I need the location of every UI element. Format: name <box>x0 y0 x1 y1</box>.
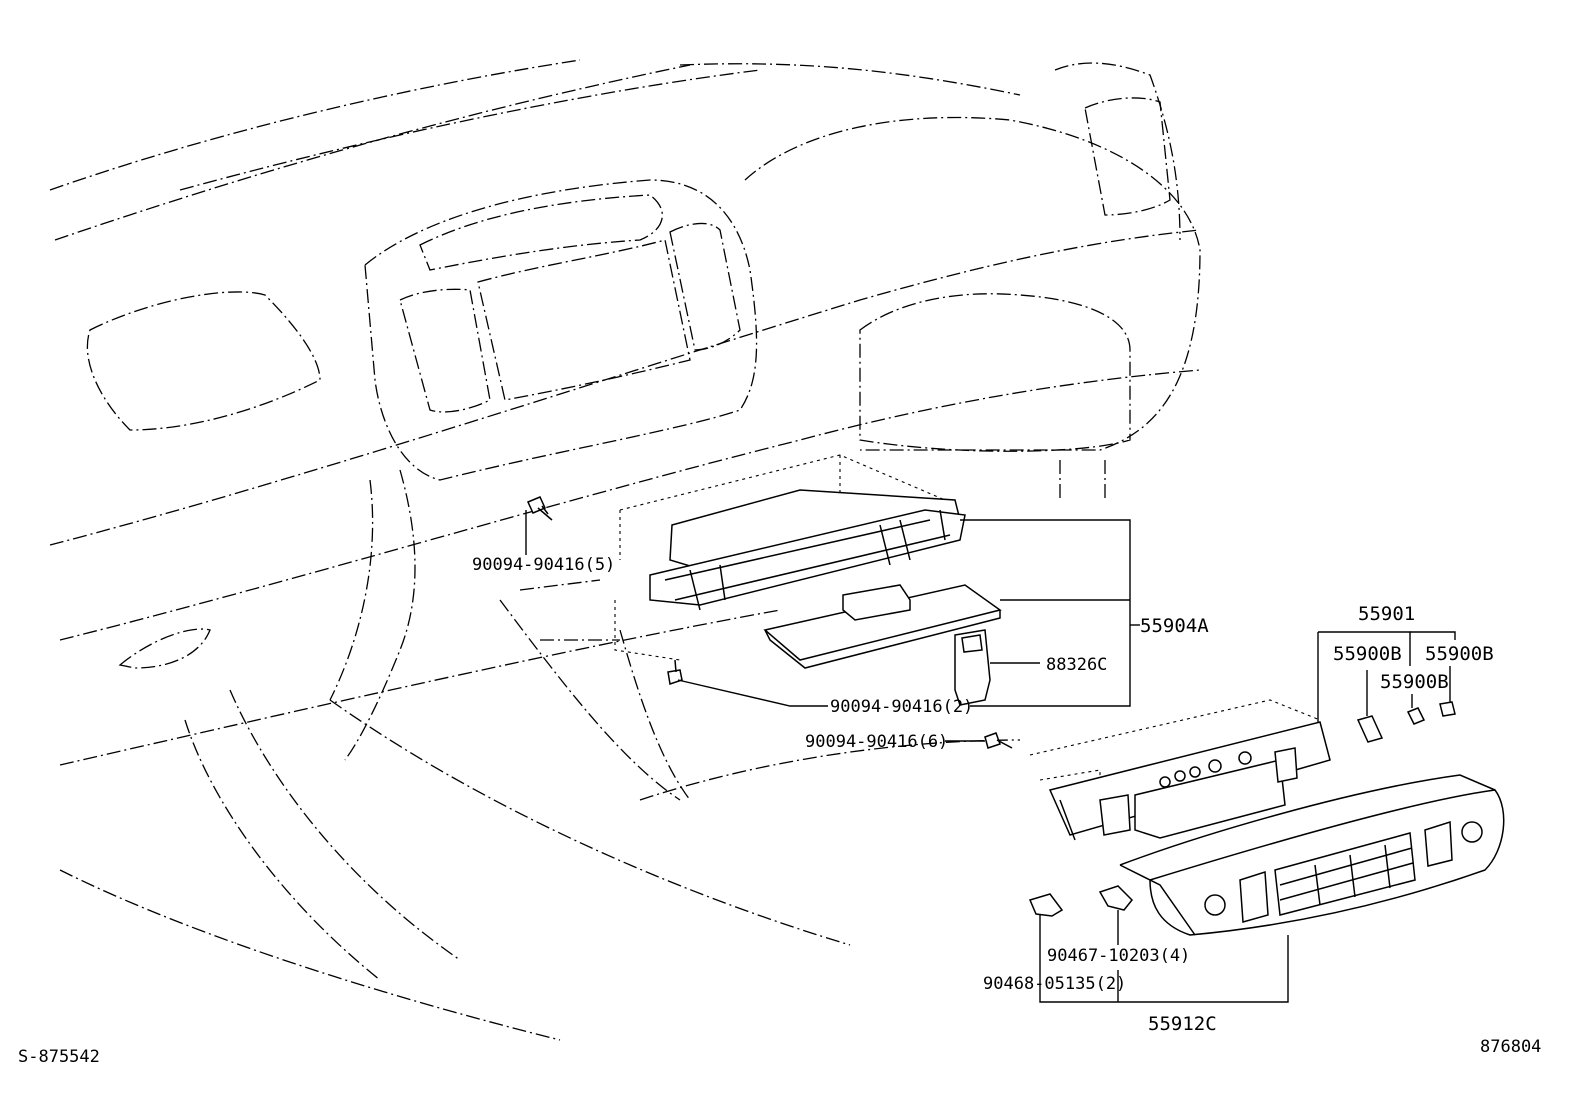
label-sensor: 88326C <box>1046 655 1107 675</box>
label-knob-right: 55900B <box>1425 643 1494 665</box>
clip-icon <box>1028 893 1064 917</box>
label-clip-a: 90467-10203(4) <box>1047 946 1190 966</box>
knob-icon <box>1439 701 1456 717</box>
reference-code-right: 876804 <box>1480 1037 1541 1057</box>
knob-icon <box>1406 707 1426 725</box>
screw-icon <box>984 732 1013 749</box>
label-screw-top: 90094-90416(5) <box>472 555 615 575</box>
label-knob-left: 55900B <box>1333 643 1402 665</box>
sensor-part <box>954 629 991 706</box>
front-panel-part <box>1119 774 1505 936</box>
reference-code-left: S-875542 <box>18 1047 100 1067</box>
label-knob-mid: 55900B <box>1380 671 1449 693</box>
screw-icon <box>526 496 553 521</box>
clip-icon <box>1098 885 1134 911</box>
leader-lines <box>525 510 1456 1003</box>
label-screw-panel: 90094-90416(6) <box>805 732 948 752</box>
label-control-assembly: 55901 <box>1358 603 1415 625</box>
label-bracket-assembly: 55904A <box>1140 615 1209 637</box>
bracket-part <box>649 489 1002 706</box>
label-screw-bottom: 90094-90416(2) <box>830 697 973 717</box>
dashboard-outline <box>49 59 1321 1041</box>
screw-icon <box>667 659 683 685</box>
label-clip-b: 90468-05135(2) <box>983 974 1126 994</box>
label-panel: 55912C <box>1148 1013 1217 1035</box>
knob-icon <box>1356 715 1384 743</box>
control-unit-part <box>1048 721 1331 841</box>
